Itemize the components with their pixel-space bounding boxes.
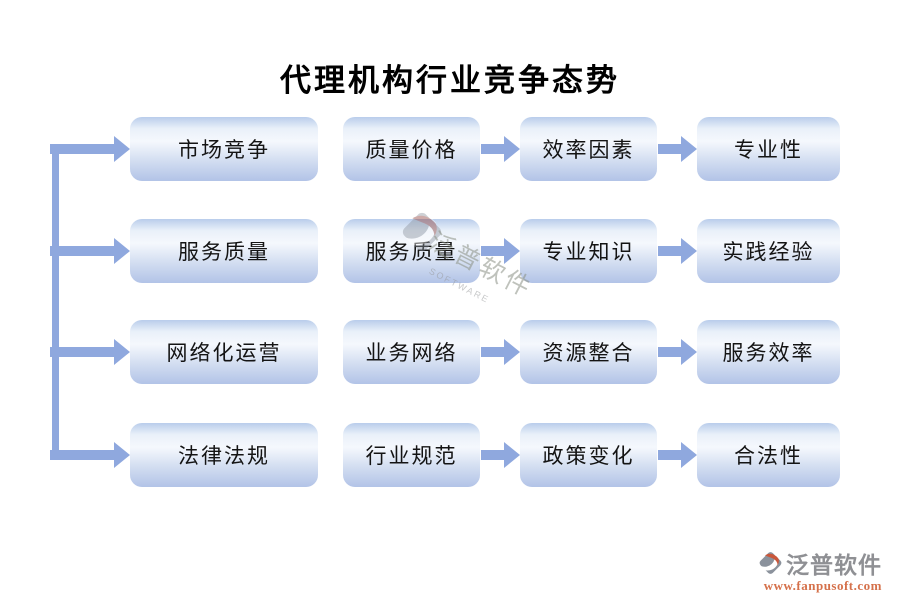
- node-r2-c2: 服务质量: [343, 219, 480, 283]
- page-title: 代理机构行业竞争态势: [280, 63, 620, 98]
- arrow-r2-c3-c4-icon: [658, 238, 697, 264]
- arrow-r3-c2-c3-icon: [481, 339, 520, 365]
- brand-name: 泛普软件: [786, 553, 882, 578]
- arrow-left-row2-icon: [50, 238, 130, 264]
- brand-logo-icon: [759, 552, 782, 574]
- node-r1-c2: 质量价格: [343, 117, 480, 181]
- arrow-left-row3-icon: [50, 339, 130, 365]
- left-connector-line: [52, 147, 59, 455]
- node-r1-c4: 专业性: [697, 117, 840, 181]
- node-r3-c2: 业务网络: [343, 320, 480, 384]
- node-r4-c2: 行业规范: [343, 423, 480, 487]
- node-r1-c3: 效率因素: [520, 117, 657, 181]
- node-r4-c3: 政策变化: [520, 423, 657, 487]
- node-r3-c3: 资源整合: [520, 320, 657, 384]
- arrow-r3-c3-c4-icon: [658, 339, 697, 365]
- arrow-r4-c2-c3-icon: [481, 442, 520, 468]
- arrow-r1-c2-c3-icon: [481, 136, 520, 162]
- footer-brand: 泛普软件 www.fanpusoft.com: [758, 546, 882, 594]
- node-r3-c1: 网络化运营: [130, 320, 318, 384]
- arrow-r4-c3-c4-icon: [658, 442, 697, 468]
- arrow-left-row4-icon: [50, 442, 130, 468]
- brand-url: www.fanpusoft.com: [763, 578, 882, 593]
- node-r1-c1: 市场竞争: [130, 117, 318, 181]
- arrow-left-row1-icon: [50, 136, 130, 162]
- node-r2-c1: 服务质量: [130, 219, 318, 283]
- node-r3-c4: 服务效率: [697, 320, 840, 384]
- node-r4-c4: 合法性: [697, 423, 840, 487]
- arrow-r1-c3-c4-icon: [658, 136, 697, 162]
- node-r4-c1: 法律法规: [130, 423, 318, 487]
- arrow-r2-c2-c3-icon: [481, 238, 520, 264]
- node-r2-c4: 实践经验: [697, 219, 840, 283]
- node-r2-c3: 专业知识: [520, 219, 657, 283]
